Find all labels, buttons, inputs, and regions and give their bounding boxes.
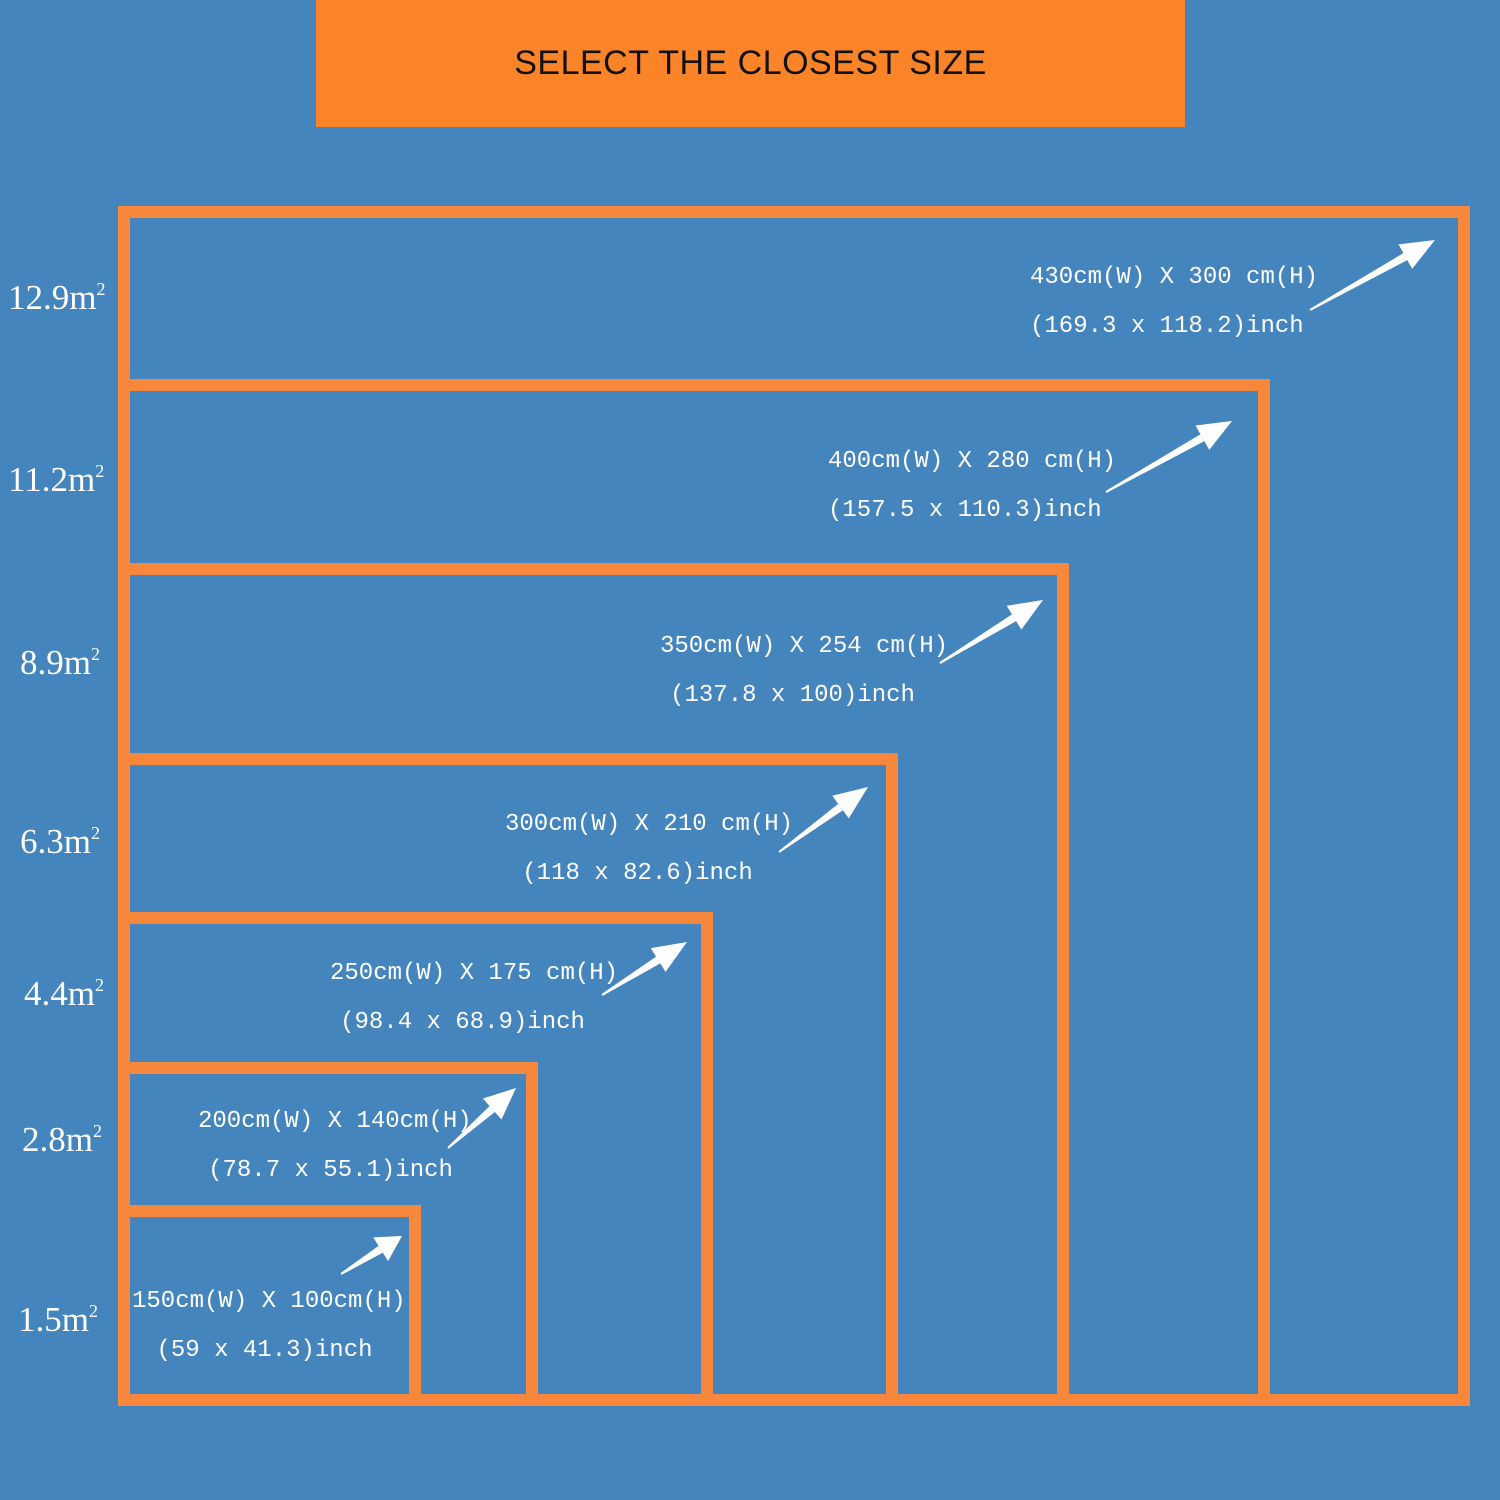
dim-label-1-5: 150cm(W) X 100cm(H)(59 x 41.3)inch <box>132 1288 406 1364</box>
dim-label-8-9: 350cm(W) X 254 cm(H)(137.8 x 100)inch <box>660 633 949 709</box>
dim-label-2-8: 200cm(W) X 140cm(H)(78.7 x 55.1)inch <box>198 1108 472 1184</box>
header-banner: SELECT THE CLOSEST SIZE <box>316 0 1185 127</box>
size-box-1-5[interactable] <box>118 1205 421 1406</box>
area-label-11-2: 11.2m2 <box>8 460 105 499</box>
dim-label-6-3: 300cm(W) X 210 cm(H)(118 x 82.6)inch <box>505 811 794 887</box>
area-label-1-5: 1.5m2 <box>18 1300 98 1339</box>
area-label-8-9: 8.9m2 <box>20 643 100 682</box>
dim-label-12-9: 430cm(W) X 300 cm(H)(169.3 x 118.2)inch <box>1030 264 1319 340</box>
page-title: SELECT THE CLOSEST SIZE <box>514 44 987 82</box>
area-label-2-8: 2.8m2 <box>22 1120 102 1159</box>
dim-label-4-4: 250cm(W) X 175 cm(H)(98.4 x 68.9)inch <box>330 960 619 1036</box>
dim-label-11-2: 400cm(W) X 280 cm(H)(157.5 x 110.3)inch <box>828 448 1117 524</box>
area-label-12-9: 12.9m2 <box>8 278 106 317</box>
area-label-4-4: 4.4m2 <box>24 974 104 1013</box>
area-label-6-3: 6.3m2 <box>20 822 100 861</box>
